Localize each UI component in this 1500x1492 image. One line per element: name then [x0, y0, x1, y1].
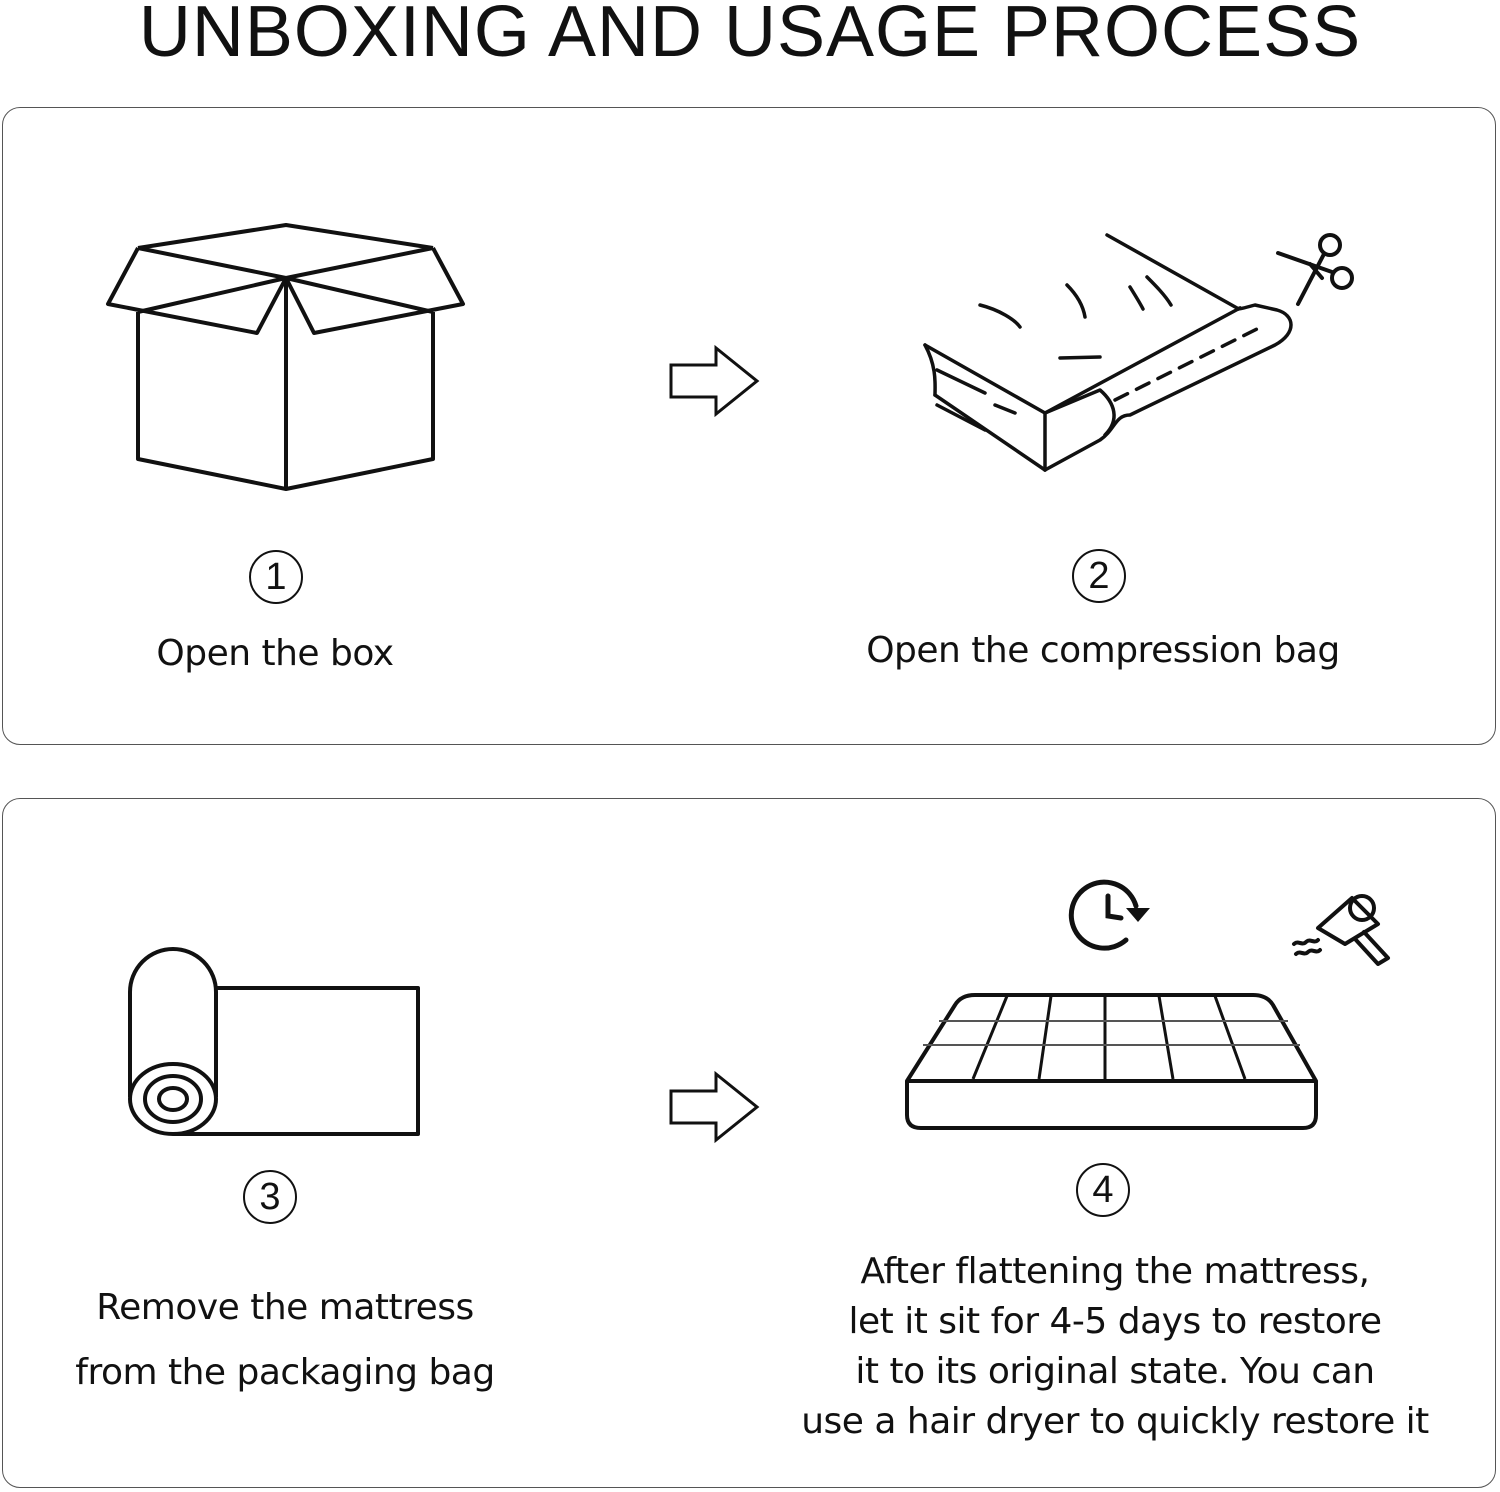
step-caption-3: Remove the mattress from the packaging b… — [40, 1275, 530, 1405]
step-caption-2: Open the compression bag — [866, 630, 1340, 671]
caption-line: from the packaging bag — [75, 1352, 495, 1393]
step-caption-1: Open the box — [156, 633, 394, 674]
arrow-right-icon — [669, 1070, 760, 1144]
steps-panel-top — [2, 107, 1496, 745]
arrow-right-icon — [669, 344, 760, 418]
caption-line: it to its original state. You can — [855, 1351, 1375, 1392]
caption-line: let it sit for 4-5 days to restore — [848, 1301, 1382, 1342]
caption-line: Remove the mattress — [96, 1287, 474, 1328]
compression-bag-icon — [923, 233, 1293, 472]
step-caption-4: After flattening the mattress, let it si… — [780, 1247, 1450, 1447]
caption-line: After flattening the mattress, — [860, 1251, 1370, 1292]
caption-line: use a hair dryer to quickly restore it — [801, 1401, 1429, 1442]
step-number-1: 1 — [249, 550, 303, 604]
hair-dryer-icon — [1292, 894, 1390, 966]
rolled-mattress-icon — [128, 947, 420, 1136]
page-title: UNBOXING AND USAGE PROCESS — [138, 0, 1362, 72]
mattress-icon — [905, 993, 1318, 1130]
box-icon — [106, 223, 465, 491]
step-number-2: 2 — [1072, 549, 1126, 603]
clock-icon — [1068, 879, 1150, 951]
step-number-4: 4 — [1076, 1163, 1130, 1217]
steps-panel-bottom — [2, 798, 1496, 1488]
scissors-icon — [1276, 233, 1354, 306]
step-number-3: 3 — [243, 1170, 297, 1224]
